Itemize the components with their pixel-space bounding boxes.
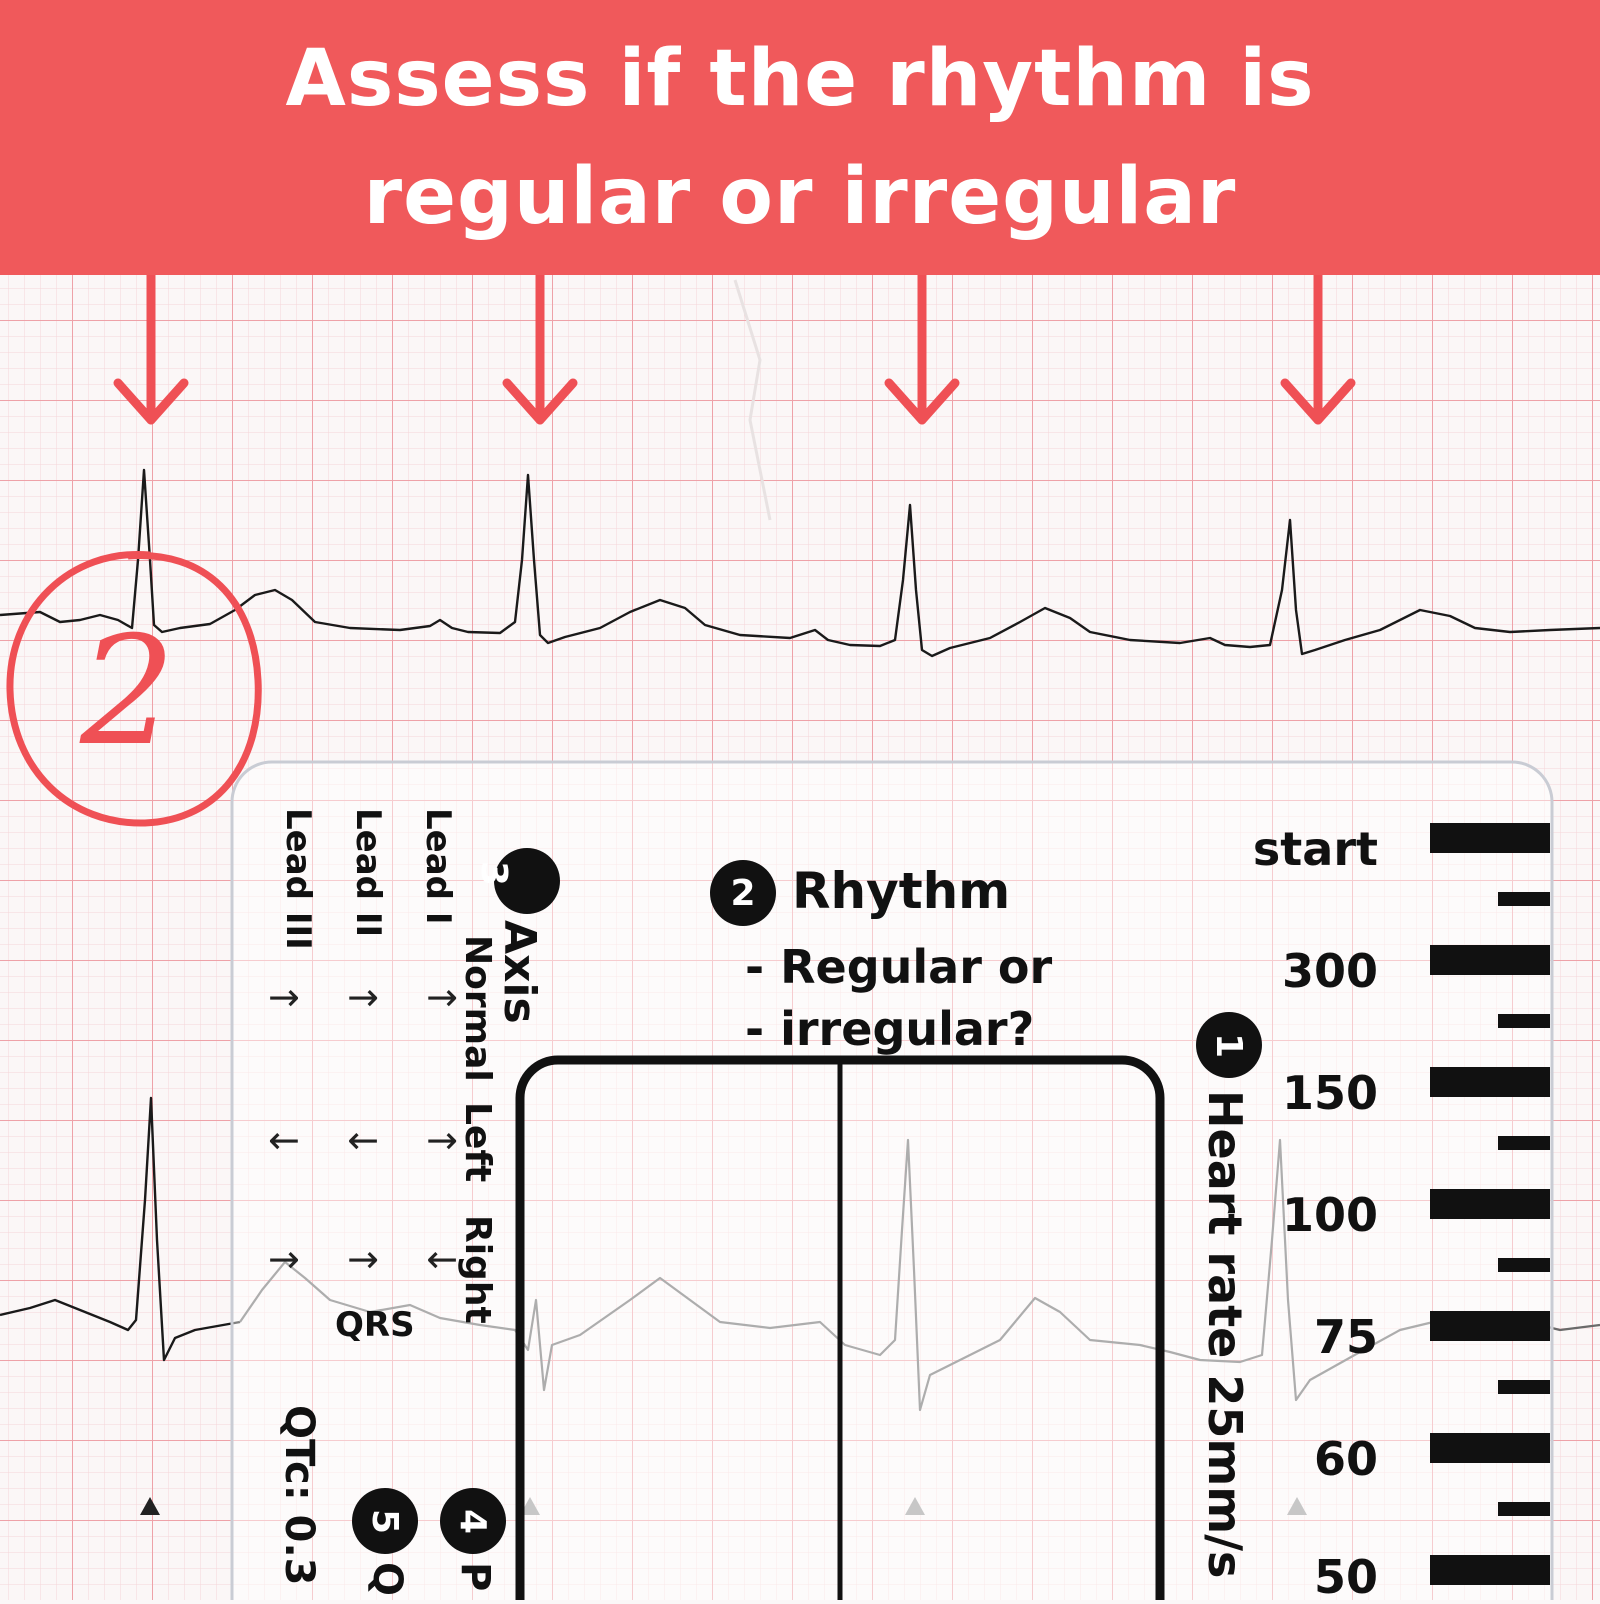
scale-label-100: 100 — [1281, 1188, 1378, 1242]
rhythm-title: Rhythm — [792, 862, 1011, 920]
banner-line-1: Assess if the rhythm is — [285, 33, 1315, 124]
lead-label-i: Lead I — [418, 808, 458, 925]
axis-left-arrows: ← ← → — [268, 1118, 458, 1162]
arrow-icon: ← — [347, 1118, 379, 1162]
arrow-down-icon — [1280, 270, 1356, 425]
scale-bar-minor — [1498, 892, 1550, 906]
arrow-down-icon — [884, 270, 960, 425]
lead-label-iii: Lead III — [278, 808, 318, 950]
arrow-icon: → — [268, 975, 300, 1019]
paper-crease — [733, 279, 772, 521]
marker-triangle — [520, 1497, 540, 1515]
heart-rate-badge: 1 — [1196, 1012, 1262, 1078]
badge-4-text: P — [452, 1562, 498, 1592]
qrs-label: QRS — [335, 1305, 415, 1345]
axis-right-arrows: → → ← — [268, 1237, 458, 1281]
marker-triangle — [1287, 1497, 1307, 1515]
scale-bar-minor — [1498, 1136, 1550, 1150]
arrow-icon: → — [347, 975, 379, 1019]
marker-triangle — [905, 1497, 925, 1515]
rhythm-line-1: - Regular or — [745, 940, 1053, 994]
marker-triangle — [140, 1497, 160, 1515]
axis-left-label: Left — [457, 1102, 498, 1183]
instruction-banner: Assess if the rhythm is regular or irreg… — [0, 0, 1600, 275]
scale-bar-minor — [1498, 1380, 1550, 1394]
scale-bar-major — [1430, 823, 1550, 853]
scale-bar-major — [1430, 1433, 1550, 1463]
annotation-number: 2 — [80, 605, 176, 779]
axis-right-label: Right — [457, 1215, 498, 1324]
scale-bar-minor — [1498, 1258, 1550, 1272]
arrow-icon: → — [426, 1118, 458, 1162]
rhythm-badge: 2 — [710, 860, 776, 926]
badge-5-text: Q — [364, 1562, 410, 1597]
scale-label-75: 75 — [1313, 1310, 1378, 1364]
axis-title: Axis — [494, 920, 545, 1024]
scale-label-60: 60 — [1313, 1432, 1378, 1486]
qtc-label: QTc: 0.3 — [276, 1405, 322, 1586]
arrow-icon: → — [426, 975, 458, 1019]
badge-5: 5 — [352, 1488, 418, 1554]
arrow-icon: ← — [268, 1118, 300, 1162]
rhythm-line-2: - irregular? — [745, 1002, 1035, 1056]
banner-line-2: regular or irregular — [363, 151, 1237, 242]
scale-label-150: 150 — [1281, 1066, 1378, 1120]
scale-label-start: start — [1252, 822, 1378, 876]
ecg-trace-top — [0, 468, 1600, 658]
axis-normal-label: Normal — [457, 935, 498, 1082]
annotation-circle — [6, 550, 262, 827]
scale-bar-major — [1430, 1555, 1550, 1585]
heart-rate-scale-bars — [1430, 823, 1550, 1585]
arrow-down-icon — [502, 270, 578, 425]
rhythm-arrows — [113, 270, 1356, 425]
arrow-icon: → — [268, 1237, 300, 1281]
scale-bar-minor — [1498, 1502, 1550, 1516]
scale-bar-major — [1430, 1067, 1550, 1097]
grid-background — [0, 270, 1600, 1600]
scale-bar-minor — [1498, 1014, 1550, 1028]
scale-bar-major — [1430, 945, 1550, 975]
scale-bar-major — [1430, 1189, 1550, 1219]
scale-label-300: 300 — [1281, 944, 1378, 998]
arrow-icon: ← — [426, 1237, 458, 1281]
badge-4: 4 — [440, 1488, 506, 1554]
scale-label-50: 50 — [1313, 1550, 1378, 1604]
ecg-trace-bottom-faded — [239, 1138, 1600, 1412]
axis-badge: 3 — [473, 848, 560, 914]
ruler-body — [230, 760, 1554, 1600]
axis-normal-arrows: → → → — [268, 975, 458, 1019]
arrow-down-icon — [113, 270, 189, 425]
scale-bar-major — [1430, 1311, 1550, 1341]
ecg-trace-bottom — [0, 1096, 241, 1362]
arrow-icon: → — [347, 1237, 379, 1281]
heart-rate-label: Heart rate 25mm/s — [1198, 1090, 1252, 1579]
lead-label-ii: Lead II — [348, 808, 388, 938]
